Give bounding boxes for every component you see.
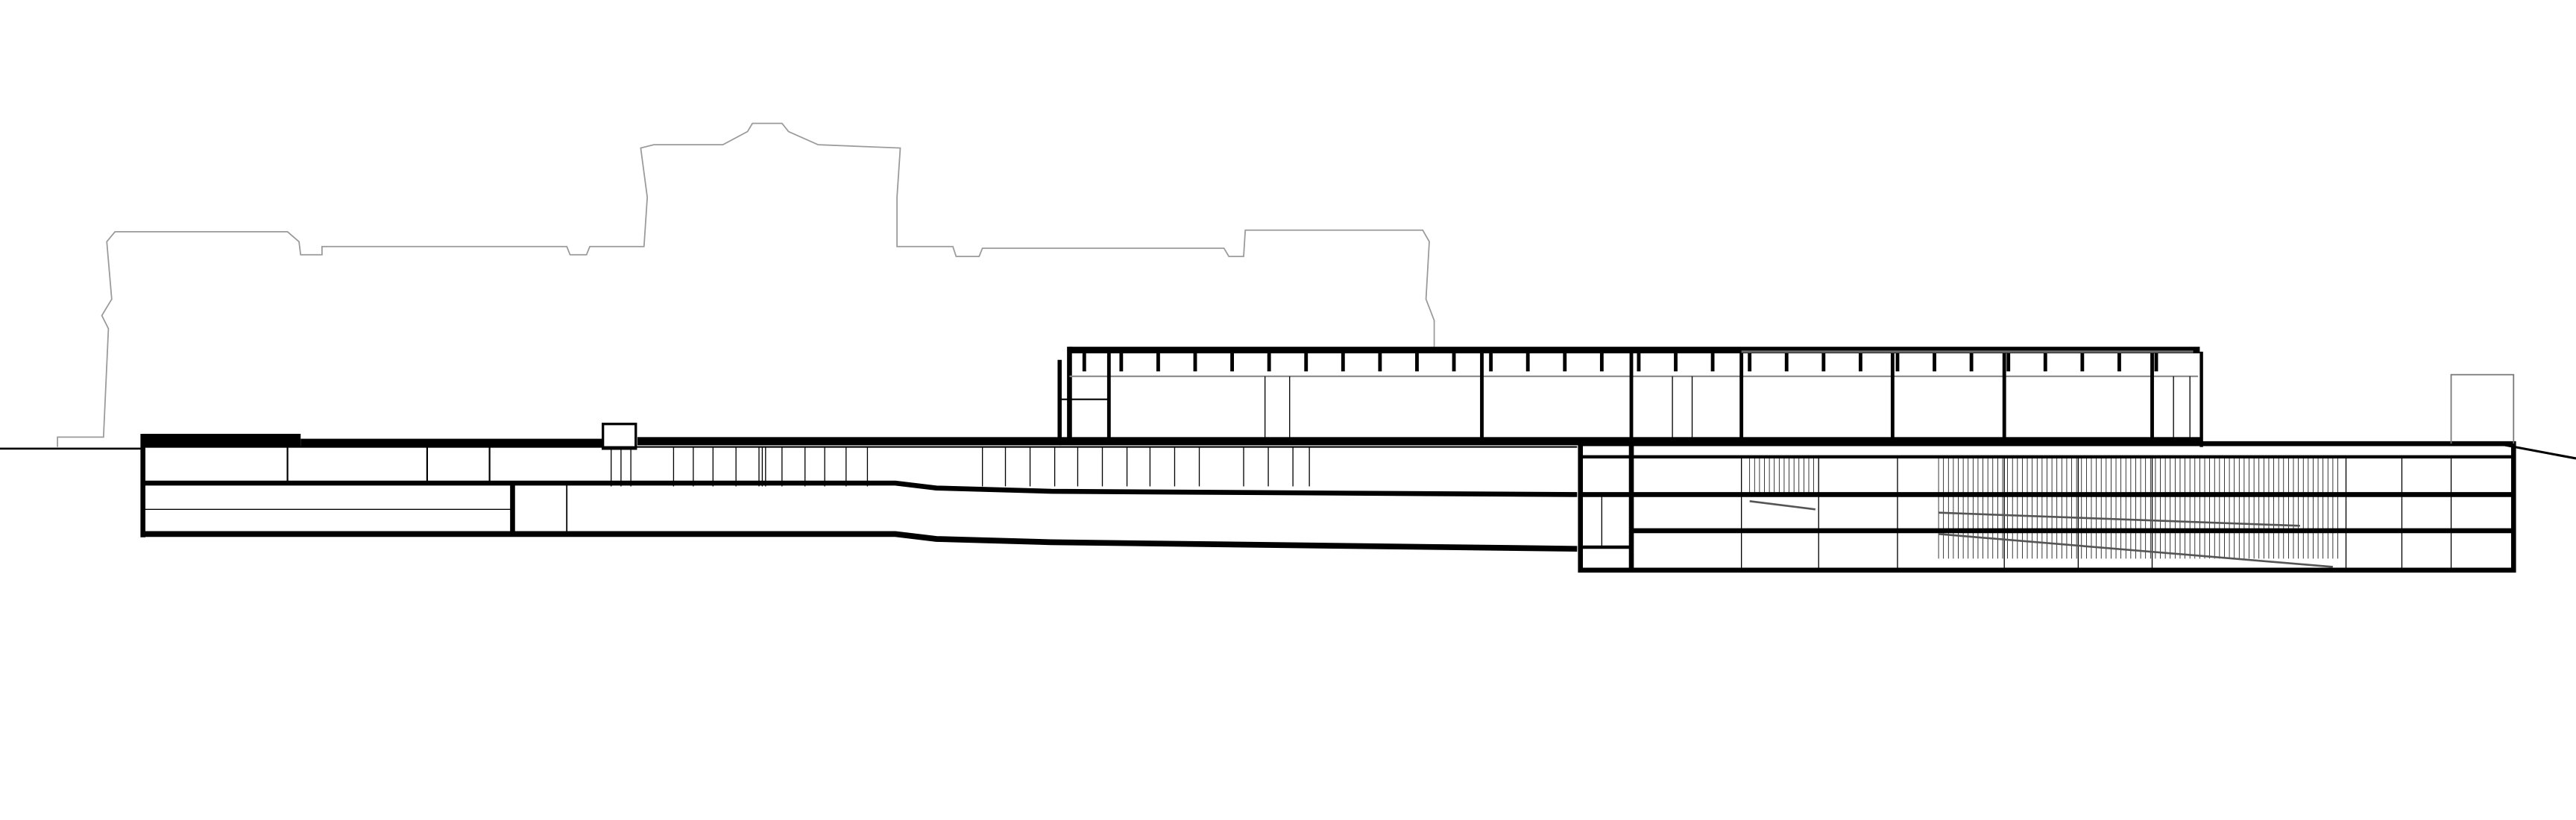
skylight-box bbox=[602, 423, 637, 450]
lower-building-mullions bbox=[611, 447, 1310, 487]
upper-floor-slab bbox=[142, 480, 1578, 497]
lower-floor-slab bbox=[142, 531, 1578, 552]
ramp-lines bbox=[1749, 499, 2334, 568]
small-structure-outline bbox=[2450, 373, 2515, 444]
pavilion-columns bbox=[1106, 353, 2191, 441]
pavilion-roof bbox=[1069, 347, 2200, 353]
lower-building bbox=[140, 423, 1578, 552]
roof-slab-mid bbox=[300, 438, 605, 447]
roof-slab-left bbox=[142, 433, 301, 447]
right-block-mullions bbox=[1740, 456, 2452, 570]
roof-beams bbox=[1082, 353, 2158, 372]
context-building-outline bbox=[57, 122, 1435, 447]
roof-slab-right bbox=[637, 437, 1062, 446]
